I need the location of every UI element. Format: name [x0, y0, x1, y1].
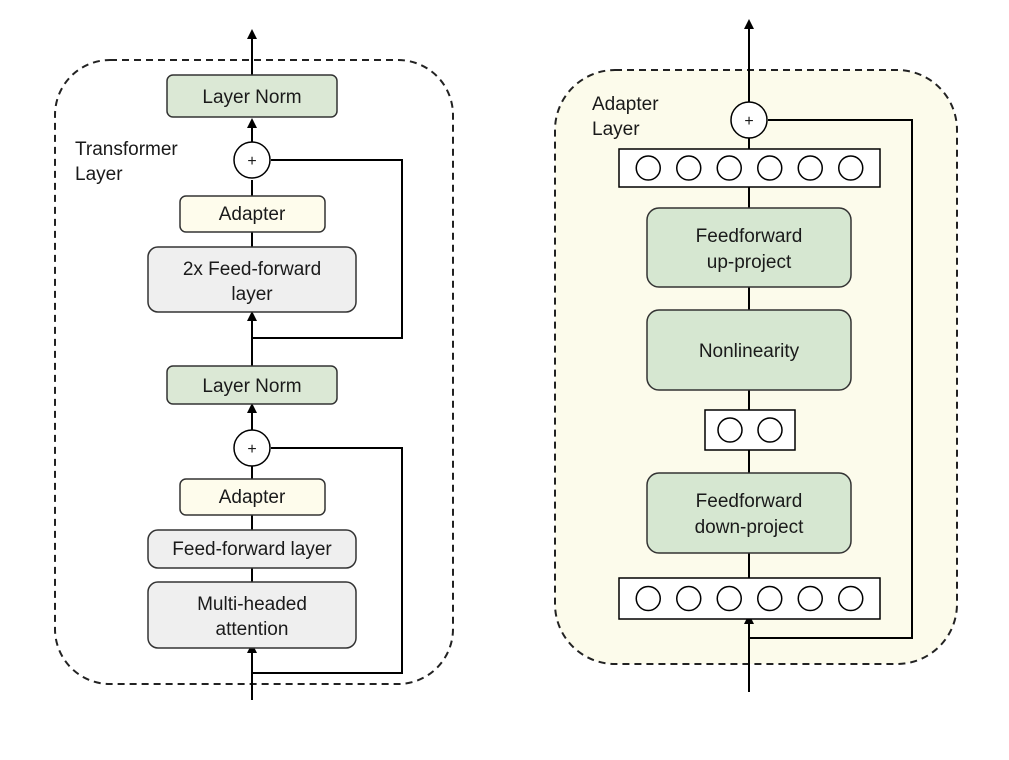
residual-connection-bottom — [252, 447, 403, 674]
input-vector — [618, 577, 881, 620]
neuron-unit — [676, 585, 702, 612]
mha-label-line2: attention — [216, 619, 289, 640]
transformer-layer-panel: Transformer Layer Multi-headed attention… — [54, 29, 454, 700]
plus-symbol: + — [247, 153, 256, 170]
layer-norm-block-middle: Layer Norm — [166, 365, 338, 405]
layer-norm-top-label: Layer Norm — [202, 87, 301, 108]
layer-norm-block-top: Layer Norm — [166, 74, 338, 118]
feed-forward-label: Feed-forward layer — [172, 539, 332, 560]
neuron-unit — [797, 585, 823, 612]
ffn2x-label-line1: 2x Feed-forward — [183, 259, 321, 280]
residual-connection-top — [252, 159, 403, 339]
transformer-layer-frame — [54, 59, 454, 685]
neuron-unit — [716, 155, 742, 181]
neuron-unit — [716, 585, 742, 612]
feedforward-down-project-block: Feedforward down-project — [646, 472, 852, 554]
adapter-layer-title-line2: Layer — [592, 119, 640, 140]
adapter-residual-add-node: + — [730, 101, 768, 139]
feed-forward-2x-block: 2x Feed-forward layer — [147, 246, 357, 313]
output-vector — [618, 148, 881, 188]
neuron-unit — [757, 155, 783, 181]
residual-add-node-bottom: + — [233, 429, 271, 467]
up-project-label-line2: up-project — [707, 252, 792, 273]
adapter-block-top: Adapter — [179, 195, 326, 233]
nonlinearity-label: Nonlinearity — [699, 341, 800, 362]
nonlinearity-block: Nonlinearity — [646, 309, 852, 391]
transformer-layer-title: Transformer — [75, 139, 178, 160]
plus-symbol: + — [744, 113, 753, 130]
feed-forward-layer-block: Feed-forward layer — [147, 529, 357, 569]
adapter-residual-connection — [749, 119, 913, 639]
neuron-unit — [676, 155, 702, 181]
up-project-label-line1: Feedforward — [696, 226, 803, 247]
adapter-block-bottom: Adapter — [179, 478, 326, 516]
bottleneck-vector — [704, 409, 796, 451]
neuron-unit — [838, 585, 864, 612]
adapter-layer-panel: Adapter Layer Feedforward down-project N… — [554, 19, 958, 692]
down-project-label-line2: down-project — [695, 517, 804, 538]
adapter-top-label: Adapter — [219, 204, 286, 225]
residual-add-node-top: + — [233, 141, 271, 179]
mha-label-line1: Multi-headed — [197, 594, 307, 615]
neuron-unit — [717, 417, 743, 443]
neuron-unit — [757, 417, 783, 443]
feedforward-up-project-block: Feedforward up-project — [646, 207, 852, 288]
neuron-unit — [838, 155, 864, 181]
neuron-unit — [635, 585, 661, 612]
neuron-unit — [797, 155, 823, 181]
adapter-bottom-label: Adapter — [219, 487, 286, 508]
plus-symbol: + — [247, 441, 256, 458]
ffn2x-label-line2: layer — [231, 284, 273, 305]
transformer-layer-title-line2: Layer — [75, 164, 123, 185]
neuron-unit — [635, 155, 661, 181]
multi-headed-attention-block: Multi-headed attention — [147, 581, 357, 649]
neuron-unit — [757, 585, 783, 612]
adapter-layer-title: Adapter — [592, 94, 659, 115]
down-project-label-line1: Feedforward — [696, 491, 803, 512]
layer-norm-mid-label: Layer Norm — [202, 376, 301, 397]
